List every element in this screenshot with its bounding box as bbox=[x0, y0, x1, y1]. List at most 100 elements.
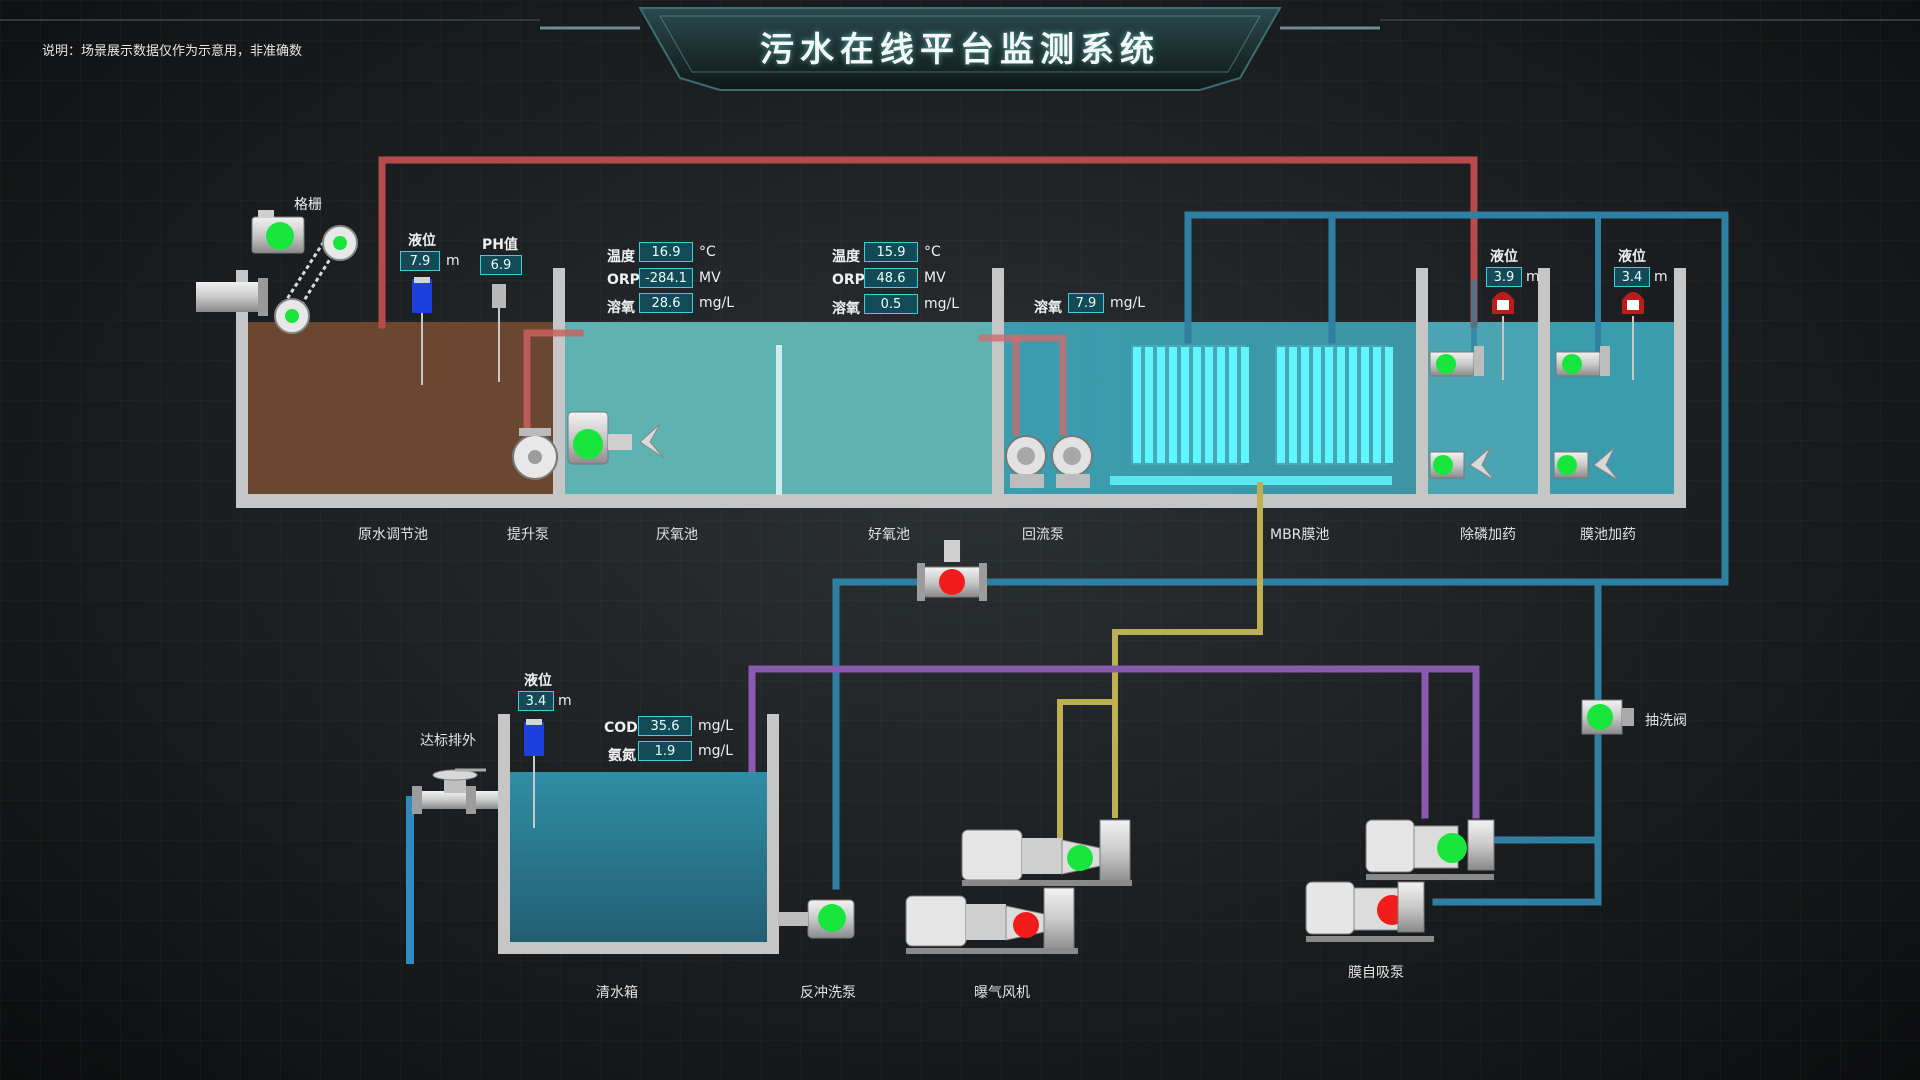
nh3-label: 氨氮 bbox=[608, 748, 636, 764]
membrane-fiber bbox=[1145, 347, 1153, 463]
anoxic-orp-unit: MV bbox=[699, 270, 721, 286]
anoxic-mixer[interactable] bbox=[567, 411, 665, 465]
clear-level-label: 液位 bbox=[524, 673, 552, 689]
aerobic-do-value: 0.5 bbox=[864, 294, 918, 314]
discharge-valve[interactable] bbox=[412, 768, 498, 814]
anoxic-temp-label: 温度 bbox=[607, 249, 635, 265]
blower-2-lamp bbox=[1013, 912, 1039, 938]
anoxic-temp-value: 16.9 bbox=[639, 242, 693, 262]
pipes bbox=[378, 156, 1729, 964]
title-banner bbox=[0, 7, 1920, 91]
membrane-fiber bbox=[1337, 347, 1345, 463]
m-dosing-mixer[interactable] bbox=[1553, 447, 1619, 481]
clear-tank-caption: 清水箱 bbox=[596, 985, 638, 1001]
membrane-fiber bbox=[1205, 347, 1213, 463]
ph-value: 6.9 bbox=[480, 255, 522, 275]
blower-2[interactable] bbox=[905, 887, 1078, 954]
raw-level-label: 液位 bbox=[408, 233, 436, 249]
main-valve[interactable] bbox=[917, 540, 987, 601]
backwash-pump[interactable] bbox=[778, 899, 855, 939]
raw-tank-caption: 原水调节池 bbox=[358, 527, 428, 543]
grille-label: 格栅 bbox=[294, 197, 322, 213]
aerobic-orp-label: ORP bbox=[832, 272, 865, 288]
backwash-pump-caption: 反冲洗泵 bbox=[800, 985, 856, 1001]
p-level-unit: m bbox=[1526, 269, 1540, 285]
membrane-fiber bbox=[1241, 347, 1249, 463]
anoxic-orp-value: -284.1 bbox=[639, 268, 693, 288]
aerobic-temp-value: 15.9 bbox=[864, 242, 918, 262]
membrane-fiber bbox=[1181, 347, 1189, 463]
page-title: 污水在线平台监测系统 bbox=[760, 30, 1160, 70]
self-priming-pump-2[interactable] bbox=[1305, 881, 1434, 942]
clear-tank-water bbox=[510, 772, 767, 942]
aerobic-orp-unit: MV bbox=[924, 270, 946, 286]
membrane-fiber bbox=[1133, 347, 1141, 463]
mbr-do-unit: mg/L bbox=[1110, 295, 1146, 311]
p-level-sensor bbox=[1492, 292, 1514, 380]
return-pump-2[interactable] bbox=[1051, 435, 1093, 488]
raw-level-value: 7.9 bbox=[400, 251, 440, 271]
ph-sensor bbox=[492, 284, 506, 382]
cod-unit: mg/L bbox=[698, 718, 734, 734]
m-level-sensor bbox=[1622, 292, 1644, 380]
suction-pipe bbox=[1432, 578, 1602, 906]
raw-level-unit: m bbox=[446, 253, 460, 269]
membrane-fiber bbox=[1313, 347, 1321, 463]
cod-value: 35.6 bbox=[638, 716, 692, 736]
nh3-unit: mg/L bbox=[698, 743, 734, 759]
suction-valve-lamp bbox=[1587, 704, 1613, 730]
permeate-pipe-a bbox=[832, 211, 1729, 890]
clear-level-value: 3.4 bbox=[518, 691, 554, 711]
membrane-fiber bbox=[1361, 347, 1369, 463]
ph-label: PH值 bbox=[482, 237, 518, 253]
membrane-fiber bbox=[1229, 347, 1237, 463]
m-level-unit: m bbox=[1654, 269, 1668, 285]
return-pump-caption: 回流泵 bbox=[1022, 527, 1064, 543]
blower-caption: 曝气风机 bbox=[974, 985, 1030, 1001]
blower-1[interactable] bbox=[961, 819, 1132, 886]
membrane-fiber bbox=[1301, 347, 1309, 463]
lift-pump-caption: 提升泵 bbox=[507, 527, 549, 543]
grille-machine[interactable] bbox=[251, 210, 358, 334]
return-pump-1[interactable] bbox=[1005, 435, 1047, 488]
mixer-status-lamp bbox=[573, 429, 603, 459]
aerobic-caption: 好氧池 bbox=[868, 527, 910, 543]
title-area: 污水在线平台监测系统 bbox=[640, 0, 1280, 92]
suction-valve[interactable] bbox=[1581, 699, 1634, 735]
m-dosing-caption: 膜池加药 bbox=[1580, 527, 1636, 543]
membrane-fiber bbox=[1157, 347, 1165, 463]
mbr-caption: MBR膜池 bbox=[1270, 527, 1330, 543]
p-dosing-mixer[interactable] bbox=[1429, 447, 1495, 481]
membrane-fiber bbox=[1277, 347, 1285, 463]
membrane-fiber bbox=[1349, 347, 1357, 463]
air-pipe-1 bbox=[1112, 482, 1263, 818]
lift-pump[interactable] bbox=[512, 428, 558, 480]
p-level-label: 液位 bbox=[1490, 249, 1518, 265]
aerobic-do-label: 溶氧 bbox=[832, 301, 860, 317]
disclaimer-note: 说明：场景展示数据仅作为示意用，非准确数 bbox=[42, 44, 303, 59]
p-dosing-caption: 除磷加药 bbox=[1460, 527, 1516, 543]
membrane-fiber bbox=[1217, 347, 1225, 463]
anoxic-orp-label: ORP bbox=[607, 272, 640, 288]
m-dosing-pump[interactable] bbox=[1555, 346, 1610, 377]
p-dosing-pump[interactable] bbox=[1429, 346, 1484, 377]
mbr-do-label: 溶氧 bbox=[1034, 300, 1062, 316]
anoxic-temp-unit: °C bbox=[699, 244, 716, 260]
tank-walls bbox=[236, 268, 1686, 508]
inlet-pipe bbox=[196, 282, 258, 312]
raw-level-sensor bbox=[412, 277, 432, 385]
clear-level-sensor bbox=[524, 719, 544, 828]
membrane-fiber bbox=[1373, 347, 1381, 463]
self-priming-pump-1[interactable] bbox=[1365, 819, 1495, 880]
membrane-fiber bbox=[1385, 347, 1393, 463]
membrane-fiber bbox=[1193, 347, 1201, 463]
self-priming-pump-caption: 膜自吸泵 bbox=[1348, 965, 1404, 981]
backwash-pump-lamp bbox=[818, 904, 846, 932]
air-pipe-2 bbox=[1057, 699, 1118, 873]
blower-1-lamp bbox=[1067, 845, 1093, 871]
membrane-fiber bbox=[1289, 347, 1297, 463]
aerobic-do-unit: mg/L bbox=[924, 296, 960, 312]
cod-label: COD bbox=[604, 720, 638, 736]
aerobic-orp-value: 48.6 bbox=[864, 268, 918, 288]
